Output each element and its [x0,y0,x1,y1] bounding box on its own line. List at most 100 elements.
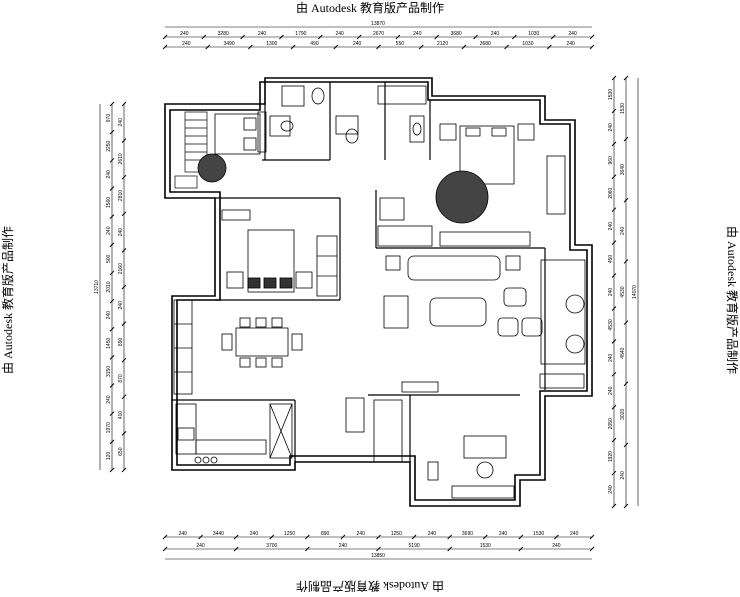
dimension-label: 4530 [620,286,626,297]
dimension-tick [269,534,275,540]
dimension-tick [109,383,115,388]
dimension-label: 240 [608,222,614,231]
dimension-tick [418,44,424,50]
dimension-tick [518,534,524,540]
dimension-tick [121,467,127,473]
master-bedroom [377,123,566,247]
dimension-label: 240 [357,531,366,537]
dimension-tick [109,186,115,191]
dimension-label: 3490 [223,41,234,47]
dimension-tick [290,44,296,50]
dimension-label: 2010 [106,281,112,292]
dimension-tick [109,242,115,248]
dimension-tick [376,534,381,540]
dimension-tick [198,534,203,540]
dimension-total-label: 13870 [371,21,385,27]
dimension-tick [512,34,517,40]
dimension-label: 2250 [106,140,112,151]
dimension-tick [121,248,127,253]
dimension-label: 240 [180,31,189,37]
dimension-tick [623,136,629,142]
dimension-tick [317,34,323,40]
dimension-label: 240 [608,353,614,362]
dimension-total-label: 13710 [94,280,100,294]
dimension-label: 1530 [480,543,491,549]
dimension-label: 240 [608,485,614,494]
dimension-tick [121,284,127,290]
dimension-label: 1560 [106,197,112,208]
dimension-tick [376,546,381,552]
dimension-tick [304,546,310,552]
dimension-label: 500 [106,254,112,263]
dimension-label: 120 [106,452,112,461]
dimension-tick [109,214,115,219]
dimension-tick [356,34,362,40]
dimension-tick [546,44,552,50]
dimension-tick [411,534,417,540]
dimension-tick [611,437,617,443]
dimension-tick [121,101,127,107]
dimension-tick [162,34,168,40]
bedroom-northwest [197,111,267,183]
dimension-label: 2810 [118,190,124,201]
dimension-tick [376,44,381,50]
dimension-label: 2060 [608,187,614,198]
dimension-total-label: 14070 [632,285,638,299]
dimension-label: 240 [118,301,124,310]
dimension-label: 1250 [391,531,402,537]
dimension-label: 650 [118,447,124,456]
dimension-label: 3280 [218,31,229,37]
dimension-label: 240 [106,395,112,404]
interior-walls [172,82,546,462]
dimension-label: 960 [608,156,614,165]
dimension-label: 240 [552,543,561,549]
dimension-tick [611,273,617,278]
dimension-label: 1530 [533,531,544,537]
dimension-label: 1790 [295,31,306,37]
dimension-label: 550 [396,41,405,47]
dimension-tick [434,34,440,40]
dimension-label: 240 [106,170,112,179]
watermark-top: 由 Autodesk 教育版产品制作 [296,0,444,15]
dimension-label: 240 [428,531,437,537]
dimension-label: 3700 [266,543,277,549]
dimension-tick [623,320,629,325]
dimension-label: 490 [310,41,319,47]
dimension-label: 3150 [106,366,112,377]
dimension-label: 1530 [620,103,626,114]
dimension-label: 1450 [106,338,112,349]
dimension-label: 890 [118,338,124,347]
dimension-tick [482,534,488,540]
dimension-tick [623,442,629,448]
dimension-label: 240 [250,531,259,537]
dimension-label: 3020 [620,409,626,420]
dimension-label: 4540 [620,347,626,358]
dimension-tick [121,321,127,326]
dimension-tick [109,101,115,107]
study-room [345,397,515,499]
dimension-tick [109,298,115,304]
dimension-tick [162,44,168,50]
dimension-label: 240 [182,41,191,47]
dimension-tick [550,34,556,40]
dimension-tick [611,240,617,245]
dimension-label: 240 [106,226,112,235]
outer-walls [164,77,593,507]
dimension-label: 3440 [213,531,224,537]
dimension-label: 240 [196,543,205,549]
dining-area [173,299,303,395]
dimension-tick [340,534,346,540]
dimension-label: 240 [568,31,577,37]
dimension-label: 240 [491,31,500,37]
dimension-tick [233,546,239,552]
dimension-tick [121,357,127,363]
kitchen [175,403,293,464]
dimension-label: 1030 [528,31,539,37]
dimension-label: 2610 [118,153,124,164]
dimension-tick [611,339,617,344]
dimension-tick [589,34,595,40]
dimension-label: 240 [413,31,422,37]
dimension-tick [201,34,207,40]
dimension-label: 240 [570,531,579,537]
dimension-tick [333,44,339,50]
